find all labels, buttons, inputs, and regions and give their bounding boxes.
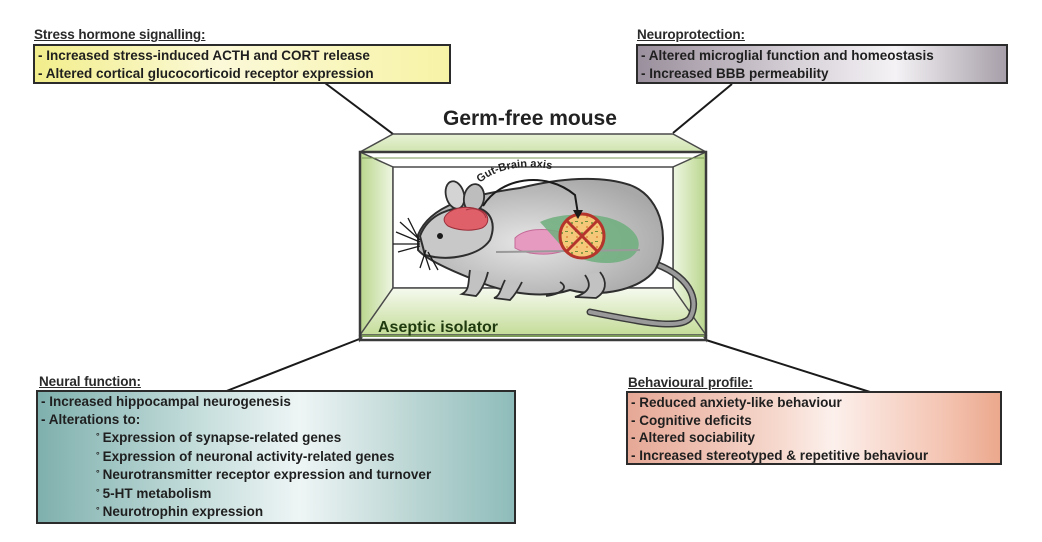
isolator-label: Aseptic isolator (378, 319, 499, 336)
neural-subitem: °5-HT metabolism (96, 485, 212, 501)
behaviour-heading: Behavioural profile: (628, 375, 753, 390)
stress-heading: Stress hormone signalling: (34, 27, 206, 42)
neuroprotection-heading: Neuroprotection: (637, 27, 745, 42)
behaviour-item: - Increased stereotyped & repetitive beh… (631, 447, 929, 463)
neural-heading: Neural function: (39, 374, 141, 389)
behaviour-item: - Reduced anxiety-like behaviour (631, 395, 842, 410)
stress-item: - Altered cortical glucocorticoid recept… (38, 65, 374, 81)
neural-panel: - Increased hippocampal neurogenesis - A… (36, 390, 516, 524)
neural-subitem: °Expression of neuronal activity-related… (96, 448, 395, 464)
stress-panel: - Increased stress-induced ACTH and CORT… (33, 44, 451, 84)
connector-neuroprotection (672, 83, 733, 134)
stress-item: - Increased stress-induced ACTH and CORT… (38, 48, 370, 63)
bullet-icon: ° (96, 431, 100, 441)
behaviour-item: - Altered sociability (631, 430, 756, 445)
behaviour-panel: - Reduced anxiety-like behaviour - Cogni… (626, 391, 1002, 465)
mouse-illustration (393, 177, 698, 328)
neural-item: - Alterations to: (41, 411, 141, 427)
neuroprotection-item: - Increased BBB permeability (641, 65, 829, 81)
neural-subitem: °Neurotrophin expression (96, 504, 264, 519)
connector-neural (223, 337, 363, 393)
neural-subitem: °Expression of synapse-related genes (96, 430, 342, 445)
neural-item: - Increased hippocampal neurogenesis (41, 394, 291, 409)
behaviour-item: - Cognitive deficits (631, 412, 752, 428)
bullet-icon: ° (96, 486, 100, 497)
neural-subitem: °Neurotransmitter receptor expression an… (96, 467, 432, 482)
bullet-icon: ° (96, 449, 100, 460)
connector-stress (324, 82, 394, 135)
bullet-icon: ° (96, 505, 100, 515)
neuroprotection-item: - Altered microglial function and homeos… (641, 48, 934, 63)
diagram-title: Germ-free mouse (443, 107, 617, 130)
connector-behaviour (705, 339, 871, 393)
neuroprotection-panel: - Altered microglial function and homeos… (636, 44, 1008, 84)
bullet-icon: ° (96, 468, 100, 478)
